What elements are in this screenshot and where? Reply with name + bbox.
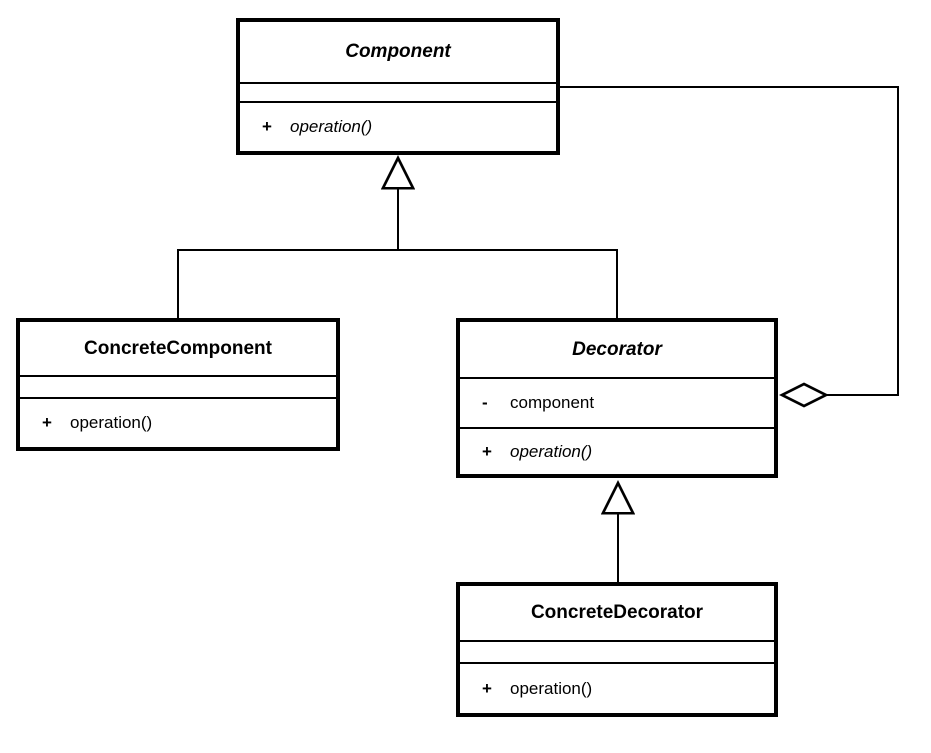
class-box-concrete-decorator: ConcreteDecorator + operation() [456,582,778,717]
class-name-component: Component [345,41,451,62]
separator [460,662,774,664]
operation-name: operation() [70,413,153,432]
operation-row: + operation() [460,679,774,699]
visibility-sign: + [482,441,492,461]
generalization-triangle-decorator [600,480,636,515]
visibility-sign: + [482,678,492,698]
separator [460,377,774,379]
attribute-row: - component [460,393,774,413]
class-box-concrete-component: ConcreteComponent + operation() [16,318,340,451]
aggregation-line [560,86,899,396]
attributes-section-component [240,84,556,101]
separator [460,427,774,429]
visibility-sign: + [42,413,52,432]
separator [20,397,336,399]
attributes-section-concrete-decorator [460,642,774,662]
operation-row: + operation() [240,117,556,137]
operation-name: operation() [510,678,593,698]
attributes-section-decorator: - component [460,379,774,427]
generalization-branch-line [177,249,618,318]
operation-name: operation() [290,117,373,136]
class-name-decorator: Decorator [572,338,662,360]
class-box-decorator: Decorator - component + operation() [456,318,778,478]
separator [20,375,336,377]
operation-row: + operation() [20,413,336,433]
operations-section-concrete-component: + operation() [20,399,336,447]
operation-row: + operation() [460,442,774,462]
class-box-component: Component + operation() [236,18,560,155]
attribute-name: component [510,393,595,412]
aggregation-diamond [779,382,829,408]
operations-section-component: + operation() [240,103,556,151]
generalization-triangle-component [380,155,416,190]
attributes-section-concrete-component [20,377,336,397]
class-name-concrete-decorator: ConcreteDecorator [530,602,704,623]
operations-section-decorator: + operation() [460,429,774,474]
separator [240,101,556,103]
operation-name: operation() [510,441,593,461]
visibility-sign: - [482,393,488,412]
visibility-sign: + [262,117,272,136]
operations-section-concrete-decorator: + operation() [460,664,774,713]
separator [460,640,774,642]
class-name-concrete-component: ConcreteComponent [84,337,272,359]
separator [240,82,556,84]
